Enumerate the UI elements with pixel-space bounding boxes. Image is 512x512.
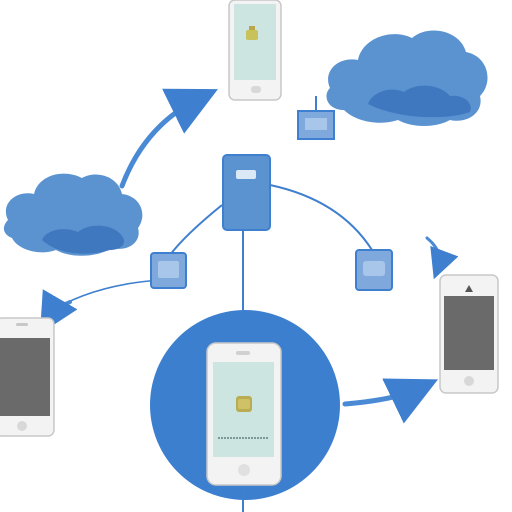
phone-left — [0, 317, 55, 437]
data-chip-top-right — [297, 96, 335, 140]
connector-left-phone — [44, 279, 161, 316]
lock-icon — [236, 396, 252, 412]
arrow-hub-to-right-phone — [342, 378, 439, 424]
gift-icon — [246, 26, 258, 40]
cloud-left — [3, 173, 143, 256]
connector-right — [269, 184, 373, 251]
arrow-up-to-phone — [119, 88, 218, 189]
arrow-down-to-right-phone — [425, 236, 459, 280]
data-chip-left — [150, 252, 187, 289]
central-hub-device — [222, 154, 271, 231]
phone-bottom-hub — [206, 342, 282, 486]
phone-right — [439, 274, 499, 394]
cloud-top-right — [326, 30, 488, 126]
phone-top-center — [228, 0, 282, 101]
upload-arrow-icon — [465, 285, 473, 292]
data-chip-right — [355, 249, 393, 291]
arrows — [39, 88, 459, 424]
connector-left — [169, 204, 223, 256]
